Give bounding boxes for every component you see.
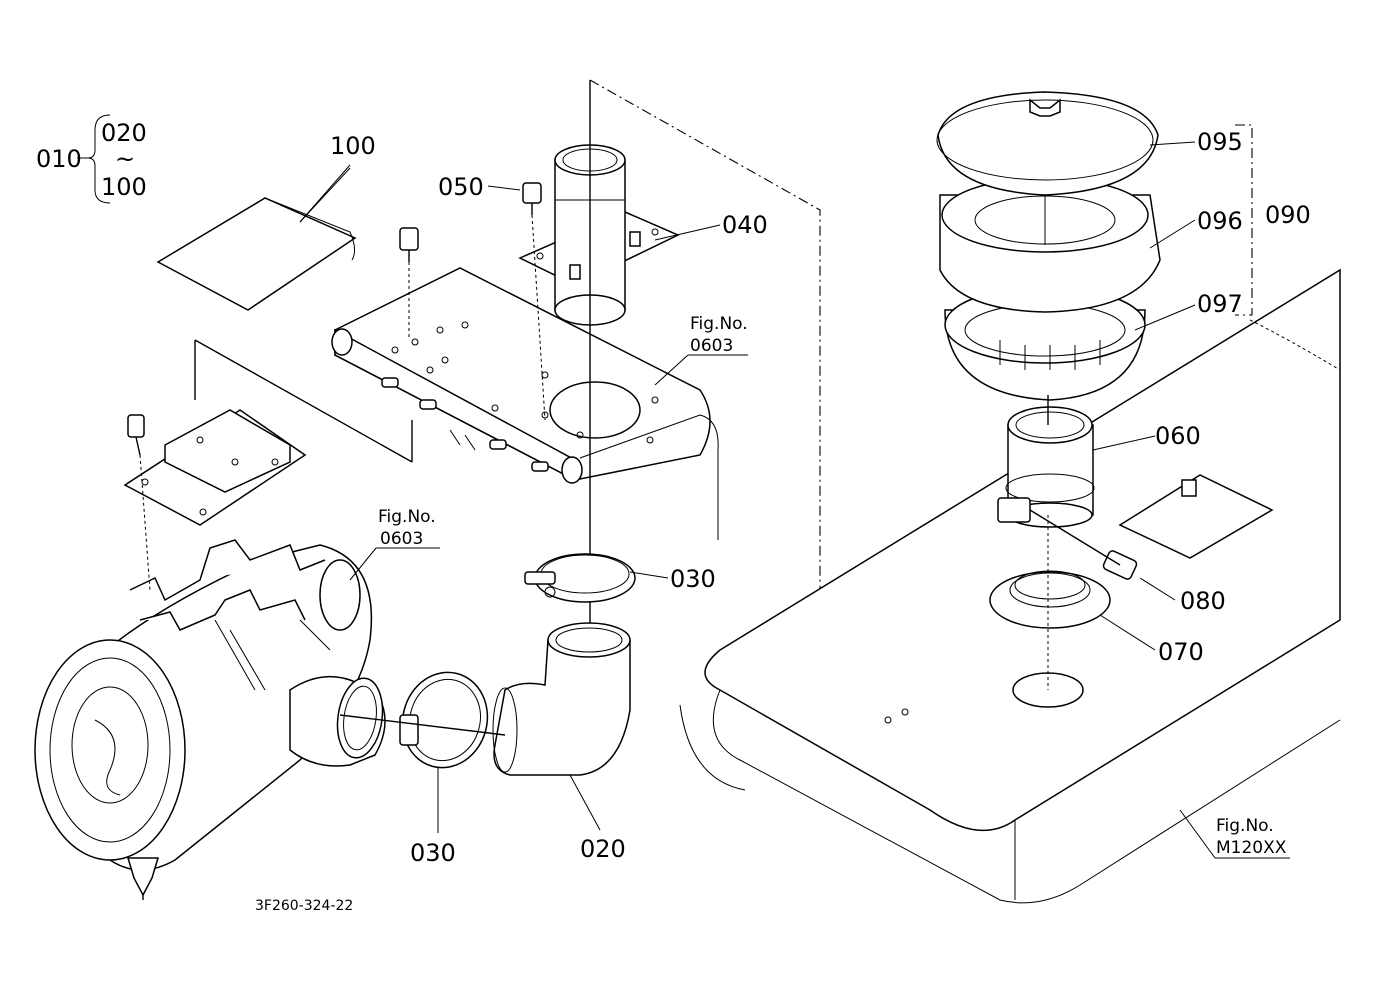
callout-030-lower: 030	[410, 839, 456, 867]
cover-cap	[936, 91, 1159, 196]
figure-ref-3-title: Fig.No.	[1216, 816, 1274, 836]
callout-050: 050	[438, 173, 484, 201]
air-cleaner-body	[34, 539, 386, 900]
intake-pipe	[518, 144, 680, 326]
elbow-hose	[492, 622, 631, 776]
filter-bowl	[939, 170, 1161, 313]
figure-ref-2-title: Fig.No.	[690, 314, 748, 334]
callout-070: 070	[1158, 638, 1204, 666]
callout-020-range-start: 020	[101, 119, 147, 147]
callout-040: 040	[722, 211, 768, 239]
bonnet	[679, 268, 1341, 904]
figure-ref-1-title: Fig.No.	[378, 507, 436, 527]
callout-100: 100	[330, 132, 376, 160]
gasket	[989, 570, 1111, 629]
hose-clamp-lower	[399, 671, 489, 769]
bolt-frame	[399, 227, 419, 340]
figure-ref-3-number: M120XX	[1216, 838, 1287, 858]
manual-sheet	[156, 167, 357, 311]
callout-097: 097	[1197, 290, 1243, 318]
callout-010: 010	[36, 145, 82, 173]
callout-080: 080	[1180, 587, 1226, 615]
callout-020: 020	[580, 835, 626, 863]
mounting-frame	[331, 267, 719, 540]
callout-095: 095	[1197, 128, 1243, 156]
callout-090: 090	[1265, 201, 1311, 229]
callout-030-upper: 030	[670, 565, 716, 593]
callout-096: 096	[1197, 207, 1243, 235]
bolt-left	[127, 414, 151, 591]
hose-clamp-upper	[524, 553, 636, 603]
drawing-code: 3F260-324-22	[255, 898, 353, 914]
callout-range-tilde: ~	[115, 145, 135, 173]
figure-ref-1-number: 0603	[380, 529, 423, 549]
callout-100-range-end: 100	[101, 173, 147, 201]
outlet-pipe-with-clamp	[997, 406, 1121, 566]
figure-ref-2-number: 0603	[690, 336, 733, 356]
callout-060: 060	[1155, 422, 1201, 450]
bolt-pipe	[522, 182, 546, 421]
mounting-bracket	[123, 339, 413, 526]
